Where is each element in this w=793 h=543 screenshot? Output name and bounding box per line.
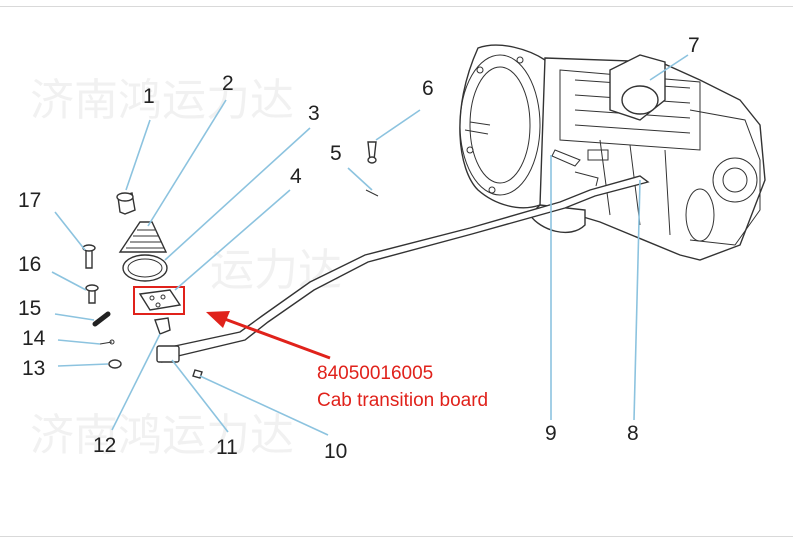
- part-5-bolt: [365, 189, 379, 197]
- callout-description: Cab transition board: [317, 390, 488, 411]
- part-3-ring: [122, 254, 168, 282]
- label-17: 17: [18, 189, 41, 212]
- part-6-bolt: [367, 141, 377, 164]
- label-10: 10: [324, 440, 347, 463]
- label-5: 5: [330, 142, 342, 165]
- label-4: 4: [290, 165, 302, 188]
- transmission-housing: [459, 44, 766, 261]
- part-4-cab-transition-board: [133, 286, 185, 315]
- highlight-box: [133, 286, 185, 315]
- label-16: 16: [18, 253, 41, 276]
- label-8: 8: [627, 422, 639, 445]
- part-12-bracket: [154, 317, 171, 335]
- label-11: 11: [216, 436, 238, 459]
- part-14-screw: [99, 339, 115, 345]
- part-15-pin: [92, 311, 111, 327]
- part-17-bolt: [82, 244, 96, 269]
- label-15: 15: [18, 297, 41, 320]
- label-13: 13: [22, 357, 45, 380]
- part-16-bolt: [85, 284, 99, 304]
- watermark-top: 济南鸿运力达: [30, 75, 294, 126]
- bottom-border: [0, 536, 793, 537]
- callout-arrow: [206, 311, 331, 360]
- label-6: 6: [422, 77, 434, 100]
- label-7: 7: [688, 34, 700, 57]
- part-13-nut: [108, 359, 122, 369]
- label-3: 3: [308, 102, 320, 125]
- label-9: 9: [545, 422, 557, 445]
- watermark-middle: 运力达: [210, 245, 342, 296]
- leader-lines: [51, 54, 689, 436]
- watermark-bottom: 济南鸿运力达: [30, 410, 294, 461]
- label-2: 2: [222, 72, 234, 95]
- label-12: 12: [93, 434, 116, 457]
- label-1: 1: [143, 85, 155, 108]
- part-1-knob: [116, 192, 136, 215]
- top-border: [0, 6, 793, 7]
- part-10-screw: [192, 369, 203, 379]
- shift-rod: [156, 171, 650, 363]
- callout-part-number: 84050016005: [317, 363, 433, 384]
- label-14: 14: [22, 327, 46, 350]
- part-2-boot: [118, 221, 168, 253]
